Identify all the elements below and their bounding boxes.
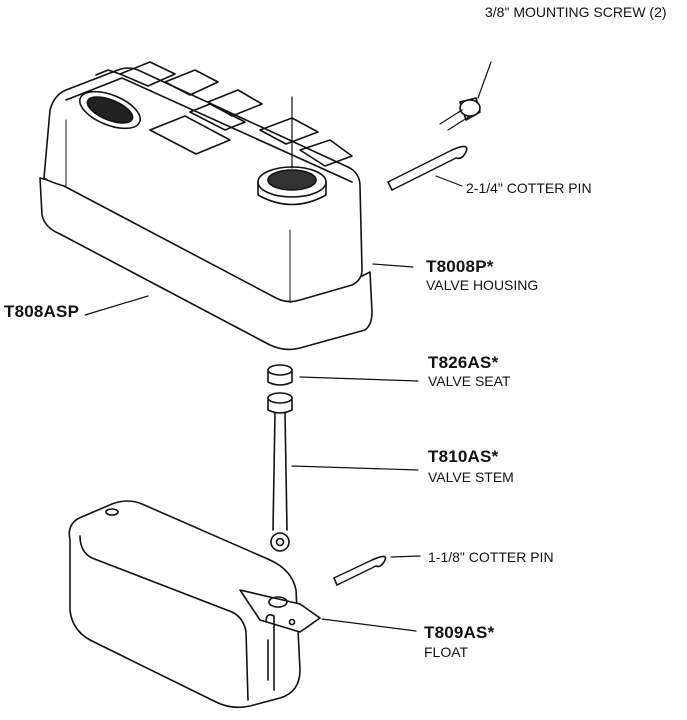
leader-mounting-screw — [477, 61, 492, 99]
label-stem-desc: VALVE STEM — [428, 469, 514, 485]
label-housing-part: T8008P* — [426, 257, 494, 276]
label-cotter-pin-long: 2-1/4" COTTER PIN — [466, 180, 592, 196]
leader-cotter-pin-short — [390, 555, 421, 558]
valve-housing — [39, 61, 373, 351]
label-float-part: T809AS* — [424, 623, 495, 642]
leader-stem — [291, 465, 419, 471]
label-seat-part: T826AS* — [428, 353, 499, 372]
label-seat-desc: VALVE SEAT — [428, 373, 511, 389]
leader-float — [321, 618, 417, 632]
leader-lines — [84, 61, 492, 632]
valve-stem — [267, 392, 293, 552]
mounting-screw — [439, 97, 481, 131]
leader-cotter-pin-long — [435, 175, 463, 187]
label-housing-desc: VALVE HOUSING — [426, 277, 539, 293]
valve-seat — [267, 364, 293, 386]
cotter-pin-long — [387, 145, 468, 191]
label-float-desc: FLOAT — [424, 644, 469, 660]
leader-seat — [299, 376, 419, 382]
leader-assembly — [84, 295, 149, 316]
label-stem-part: T810AS* — [428, 447, 499, 466]
label-mounting-screw: 3/8" MOUNTING SCREW (2) — [485, 4, 667, 20]
label-assembly-part: T808ASP — [4, 302, 80, 321]
float — [68, 500, 321, 709]
label-cotter-pin-short: 1-1/8" COTTER PIN — [428, 549, 554, 565]
leader-housing — [372, 263, 414, 268]
cotter-pin-short — [333, 555, 387, 586]
